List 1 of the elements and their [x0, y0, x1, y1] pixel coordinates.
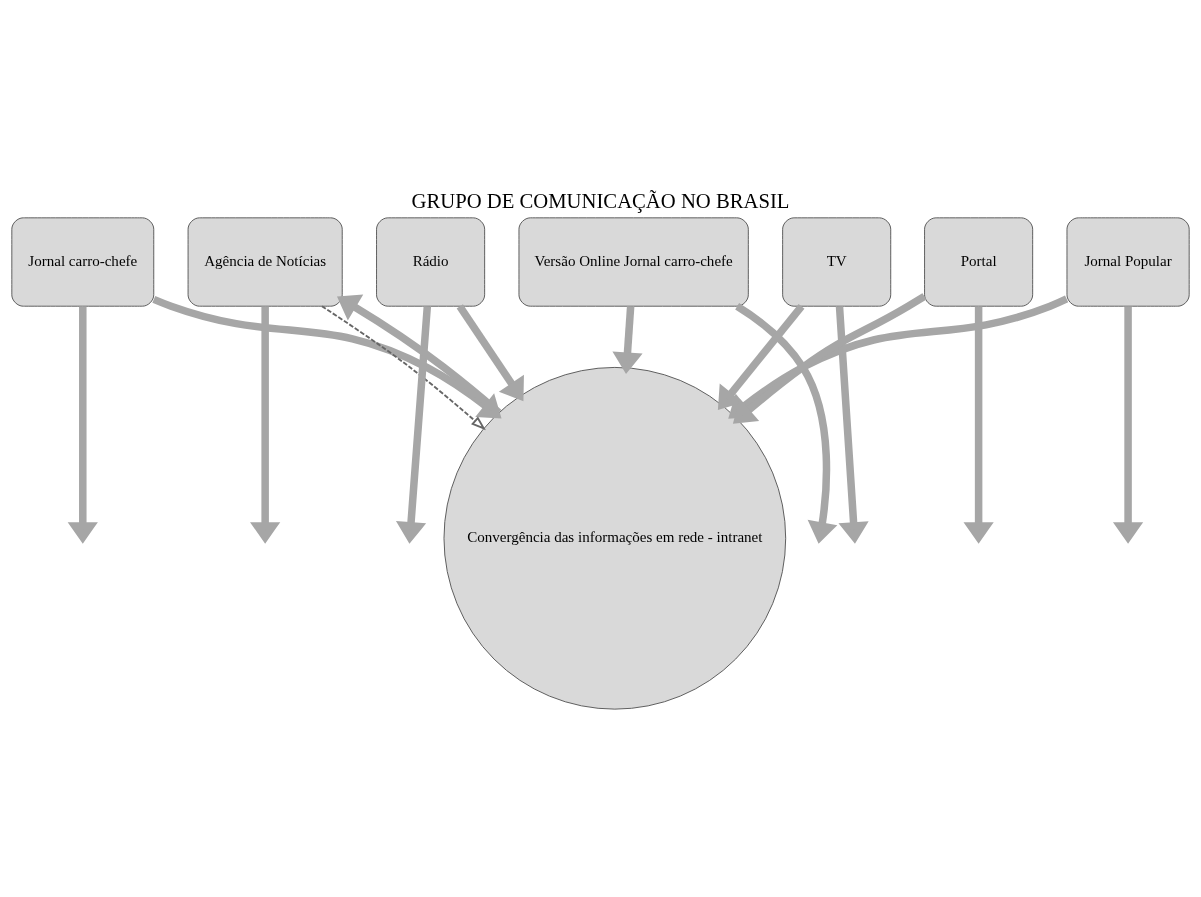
diagram-title: GRUPO DE COMUNICAÇÃO NO BRASIL [411, 190, 790, 213]
